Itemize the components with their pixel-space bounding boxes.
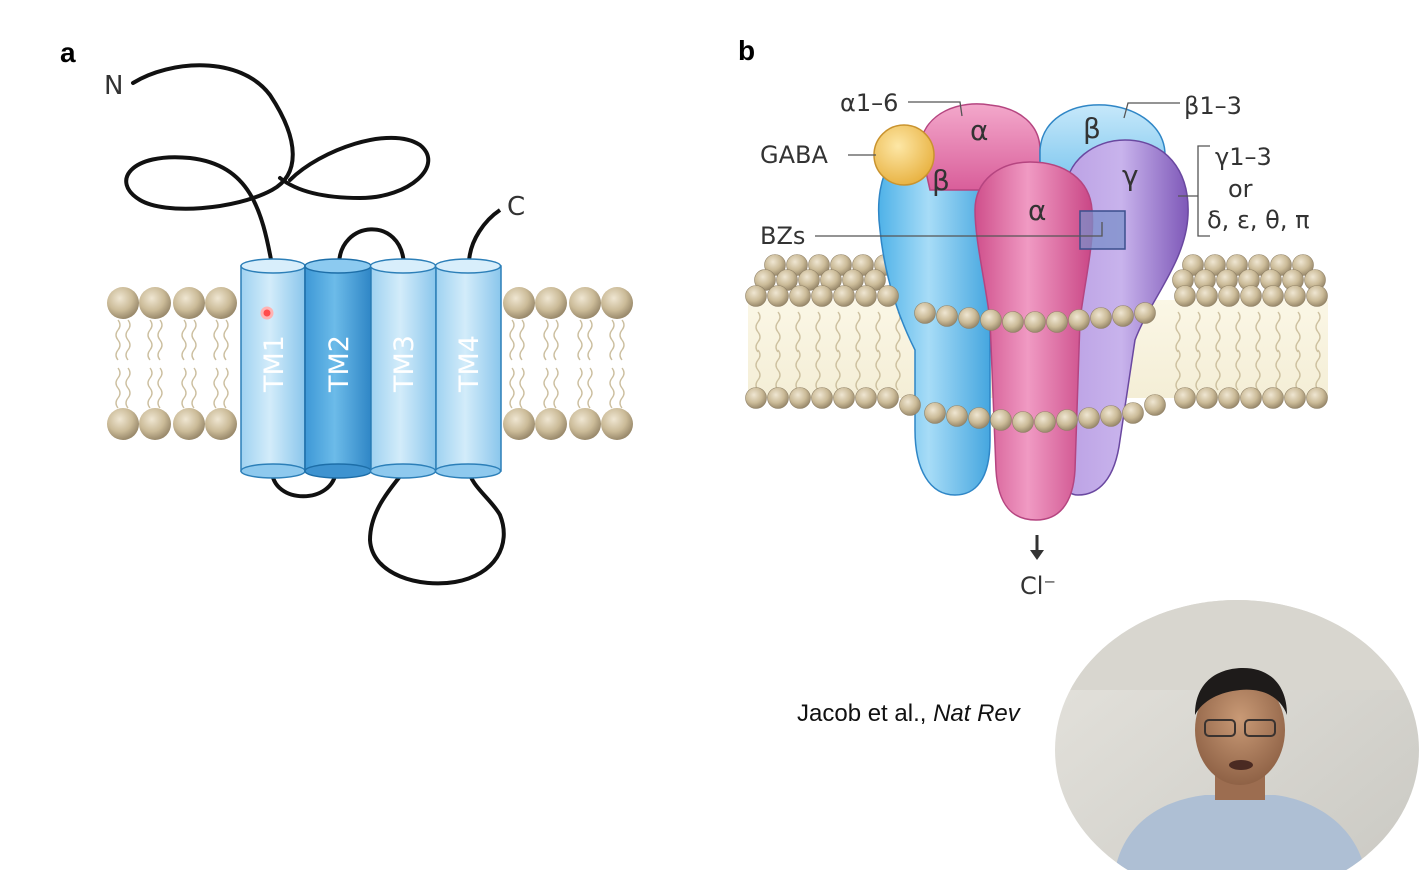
beta-family-leader: [1123, 102, 1180, 119]
alpha-front-letter: α: [1028, 194, 1046, 227]
chloride-ion-label: Cl⁻: [1020, 572, 1056, 600]
citation-journal: Nat Rev: [933, 700, 1020, 727]
gamma-family-label: γ1–3: [1215, 143, 1272, 171]
lipid-heads-right: [503, 287, 633, 440]
cursor-marker-icon: [260, 306, 274, 320]
tm4-helix: [434, 258, 502, 479]
beta-back-letter: β: [1083, 112, 1101, 145]
lipid-heads-left: [107, 287, 237, 440]
c-terminal-chain: [467, 208, 502, 263]
alpha-family-leader: [908, 101, 963, 117]
speaker-head: [1195, 675, 1285, 785]
tm3-helix: [369, 258, 437, 479]
gaba-label: GABA: [760, 141, 828, 169]
tm3-tm4-loop: [367, 469, 506, 586]
alt-subunits-label: δ, ε, θ, π: [1207, 206, 1310, 234]
beta-left-letter: β: [932, 164, 950, 197]
panel-a: a: [60, 37, 633, 586]
tm1-helix: [240, 258, 306, 479]
speaker-webcam-overlay: [1055, 600, 1419, 870]
alpha-family-label: α1–6: [840, 89, 898, 117]
n-terminal-figure-eight: [278, 135, 431, 201]
panel-a-label: a: [60, 37, 76, 68]
n-terminus-label: N: [104, 71, 123, 101]
or-label: or: [1228, 175, 1253, 203]
tm1-tm2-loop: [270, 469, 338, 499]
tm2-helix: [304, 258, 372, 479]
beta-family-label: β1–3: [1184, 92, 1242, 120]
tm2-label: TM2: [324, 335, 355, 393]
panel-b-label: b: [738, 35, 755, 66]
citation: Jacob et al., Nat Rev: [797, 700, 1020, 728]
tm1-label: TM1: [259, 335, 290, 393]
bz-label: BZs: [760, 222, 805, 250]
alpha-back-letter: α: [970, 114, 988, 147]
bz-leader: [815, 222, 1103, 237]
lipid-tails-right: [509, 319, 625, 409]
c-terminus-label: C: [507, 192, 525, 222]
shirt: [1115, 795, 1365, 870]
lipid-tails-left: [115, 319, 229, 409]
tm2-tm3-loop: [337, 227, 406, 266]
n-terminal-chain: [124, 63, 295, 267]
citation-authors: Jacob et al.,: [797, 700, 934, 727]
gaba-ligand: [873, 124, 935, 186]
down-arrow-icon: [1030, 535, 1044, 560]
gamma-letter: γ: [1122, 159, 1139, 192]
tm3-label: TM3: [389, 335, 420, 393]
tm4-label: TM4: [454, 335, 485, 393]
gamma-bracket: [1197, 145, 1210, 237]
panel-b: b: [738, 35, 1328, 600]
